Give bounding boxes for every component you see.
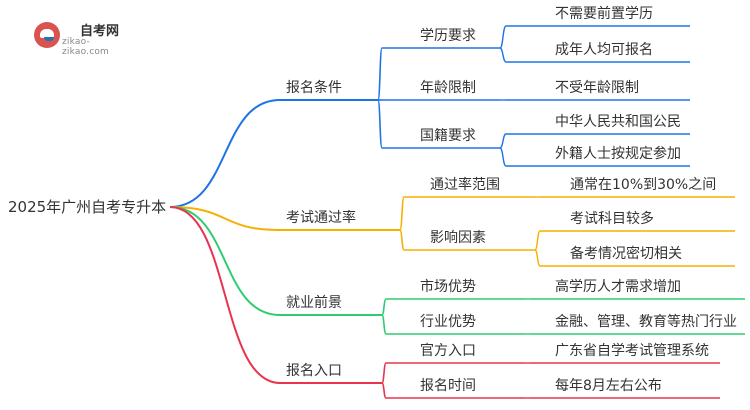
leaf-connector (534, 230, 541, 251)
leaf-node: 不受年龄限制 (555, 80, 639, 96)
sub-connector (399, 229, 405, 251)
branch-connector (169, 206, 281, 231)
sub-node: 通过率范围 (430, 176, 500, 193)
leaf-connector (499, 47, 507, 63)
sub-connector (381, 362, 387, 384)
leaf-node: 不需要前置学历 (555, 5, 653, 22)
sub-connector (381, 382, 387, 399)
sub-node: 官方入口 (420, 343, 476, 359)
leaf-node: 每年8月左右公布 (555, 378, 662, 394)
leaf-node: 备考情况密切相关 (570, 245, 682, 262)
leaf-node: 金融、管理、教育等热门行业 (555, 313, 737, 330)
leaf-node: 中华人民共和国公民 (555, 114, 681, 130)
leaf-connector (499, 133, 507, 149)
leaf-node: 广东省自学考试管理系统 (555, 343, 709, 359)
root-node: 2025年广州自考专升本 (8, 198, 166, 216)
leaf-node: 考试科目较多 (570, 210, 654, 227)
branch-connector (169, 206, 281, 384)
leaf-connector (499, 25, 507, 49)
leaf-node: 外籍人士按规定参加 (555, 145, 681, 162)
sub-node: 市场优势 (420, 278, 476, 295)
branch-node: 就业前景 (286, 294, 342, 311)
sub-connector (377, 47, 383, 101)
sub-node: 影响因素 (430, 230, 486, 246)
branch-node: 考试通过率 (286, 209, 356, 226)
logo-name: 自考网 (80, 24, 120, 39)
leaf-connector (534, 249, 541, 267)
branch-node: 报名条件 (286, 79, 342, 96)
branch-connector (169, 206, 281, 316)
sub-connector (399, 196, 405, 231)
sub-connector (381, 298, 387, 316)
sub-node: 国籍要求 (420, 127, 476, 144)
site-logo: 自考网 zikao-zikao.com (34, 20, 130, 57)
sub-connector (377, 99, 383, 149)
sub-connector (381, 314, 387, 335)
leaf-connector (499, 147, 507, 167)
logo-url: zikao-zikao.com (62, 37, 110, 57)
sub-node: 报名时间 (420, 378, 476, 394)
sub-node: 学历要求 (420, 28, 476, 44)
leaf-node: 高学历人才需求增加 (555, 278, 681, 295)
leaf-node: 成年人均可报名 (555, 42, 653, 58)
branch-node: 报名入口 (286, 363, 342, 379)
branch-connector (169, 99, 281, 208)
sub-node: 年龄限制 (420, 80, 476, 96)
sub-node: 行业优势 (420, 314, 476, 330)
leaf-node: 通常在10%到30%之间 (570, 177, 716, 193)
graduation-cap-icon (34, 22, 60, 48)
